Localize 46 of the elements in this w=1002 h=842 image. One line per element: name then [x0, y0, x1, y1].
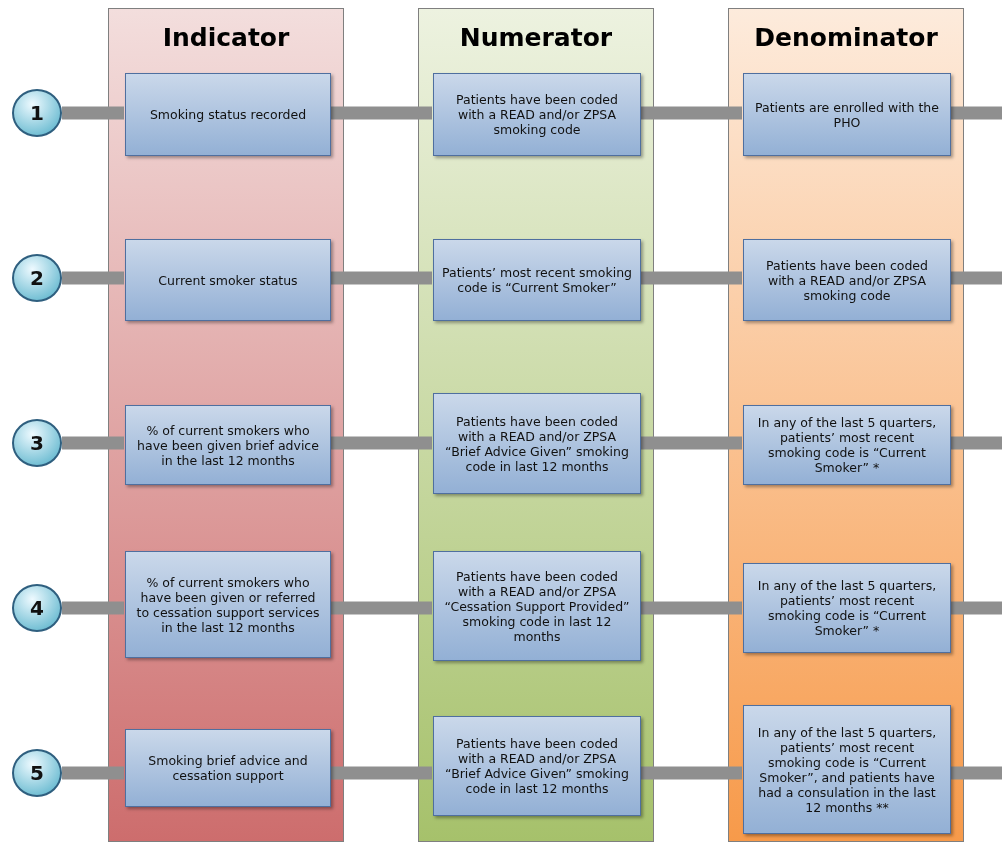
row-number-circle: 3 [12, 419, 62, 467]
connector-bar [950, 766, 1002, 780]
connector-bar [330, 436, 432, 450]
column-band [728, 8, 964, 842]
criteria-box: Patients’ most recent smoking code is “Current Smoker” [433, 239, 641, 321]
criteria-box: % of current smokers who have been given or referred to cessation support services in the last 12 months [125, 551, 331, 658]
criteria-box: % of current smokers who have been given brief advice in the last 12 months [125, 405, 331, 485]
criteria-box: Patients have been coded with a READ and/or ZPSA “Cessation Support Provided” smoking code in last 12 months [433, 551, 641, 661]
criteria-box: Patients have been coded with a READ and/or ZPSA smoking code [743, 239, 951, 321]
criteria-box: In any of the last 5 quarters, patients’ most recent smoking code is “Current Smoker” * [743, 405, 951, 485]
connector-bar [330, 766, 432, 780]
row-number-circle: 1 [12, 89, 62, 137]
column-band [108, 8, 344, 842]
connector-bar [950, 601, 1002, 615]
connector-bar [62, 106, 124, 120]
connector-bar [640, 106, 742, 120]
criteria-box: Patients have been coded with a READ and/or ZPSA “Brief Advice Given” smoking code in last 12 months [433, 716, 641, 816]
column-header: Indicator [162, 23, 290, 52]
criteria-box: In any of the last 5 quarters, patients’ most recent smoking code is “Current Smoker”, and patients have had a consulation in the last 12 months ** [743, 705, 951, 834]
connector-bar [640, 436, 742, 450]
column-header: Denominator [754, 23, 938, 52]
connector-bar [950, 271, 1002, 285]
criteria-box: In any of the last 5 quarters, patients’ most recent smoking code is “Current Smoker” * [743, 563, 951, 653]
connector-bar [330, 106, 432, 120]
connector-bar [950, 436, 1002, 450]
connector-bar [640, 601, 742, 615]
criteria-box: Patients have been coded with a READ and/or ZPSA smoking code [433, 73, 641, 156]
row-number-circle: 4 [12, 584, 62, 632]
row-number-circle: 2 [12, 254, 62, 302]
criteria-box: Patients have been coded with a READ and/or ZPSA “Brief Advice Given” smoking code in last 12 months [433, 393, 641, 494]
connector-bar [62, 766, 124, 780]
criteria-box: Smoking brief advice and cessation support [125, 729, 331, 807]
row-number-circle: 5 [12, 749, 62, 797]
connector-bar [950, 106, 1002, 120]
connector-bar [62, 271, 124, 285]
connector-bar [330, 601, 432, 615]
connector-bar [330, 271, 432, 285]
connector-bar [62, 436, 124, 450]
column-band [418, 8, 654, 842]
connector-bar [640, 271, 742, 285]
column-header: Numerator [459, 23, 613, 52]
criteria-box: Patients are enrolled with the PHO [743, 73, 951, 156]
connector-bar [62, 601, 124, 615]
criteria-box: Smoking status recorded [125, 73, 331, 156]
connector-bar [640, 766, 742, 780]
criteria-box: Current smoker status [125, 239, 331, 321]
